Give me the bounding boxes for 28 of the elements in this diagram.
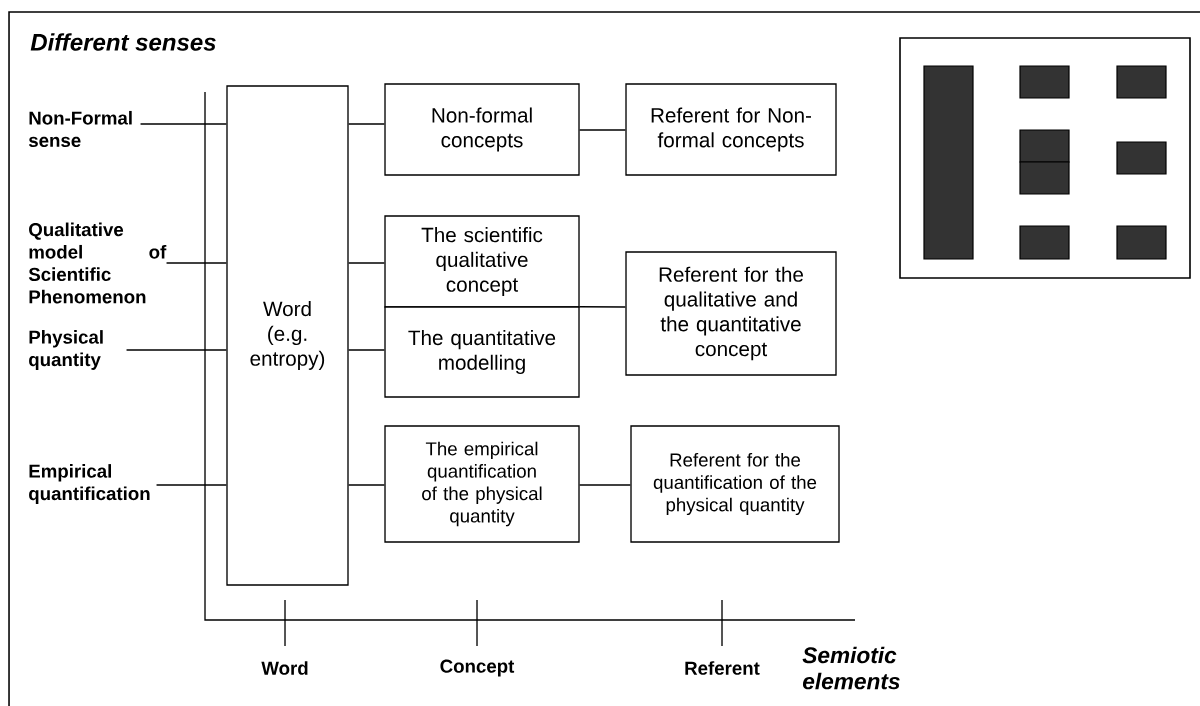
- concept-box: Referent for the quantification of the physical quantity: [630, 425, 840, 543]
- axis-label: Referent: [685, 661, 760, 675]
- connector-line: [579, 129, 626, 131]
- axis-label: Word: [261, 661, 308, 675]
- concept-box: The scientific qualitative concept: [384, 215, 580, 308]
- connector-line: [348, 484, 385, 486]
- connector-line: [165, 262, 227, 264]
- title: Different senses: [30, 33, 216, 51]
- connector-line: [139, 123, 227, 125]
- connector-line: [348, 349, 385, 351]
- concept-box: Referent for the qualitative and the quantitative concept: [625, 251, 837, 376]
- connector-line: [579, 306, 626, 308]
- connector-line: [155, 484, 227, 486]
- concept-box: Referent for Non-formal concepts: [625, 83, 837, 176]
- sense-label: Qualitative model of Scientific Phenomenon: [28, 222, 167, 304]
- axis-label: Concept: [440, 659, 515, 677]
- sense-label: Physical quantity: [29, 330, 103, 370]
- axis-title: Semiotic elements: [802, 646, 900, 690]
- concept-box: Word (e.g. entropy): [226, 85, 349, 586]
- connector-line: [579, 484, 631, 486]
- sense-label: Non-Formal sense: [28, 110, 132, 148]
- connector-line: [348, 123, 385, 125]
- sense-label: Empirical quantification: [29, 464, 150, 504]
- concept-box: Non-formal concepts: [384, 83, 580, 176]
- concept-box: The quantitative modelling: [384, 306, 580, 398]
- concept-box: The empirical quantification of the physical quantity: [384, 425, 580, 543]
- connector-line: [348, 262, 385, 264]
- connector-line: [125, 349, 227, 351]
